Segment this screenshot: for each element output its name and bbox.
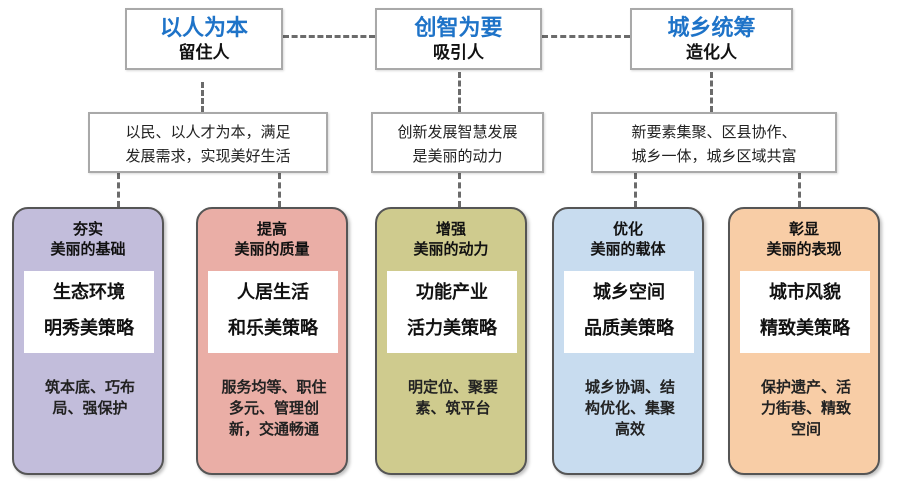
card-strategy: 明秀美策略: [44, 318, 134, 339]
explanation-box-urban-rural: 新要素集聚、区县协作、 城乡一体，城乡区域共富: [591, 112, 837, 173]
principle-subtitle: 留住人: [178, 43, 230, 63]
explanation-box-people: 以民、以人才为本，满足 发展需求，实现美好生活: [88, 112, 328, 173]
explanation-line: 发展需求，实现美好生活: [125, 147, 291, 165]
card-heading: 彰显 美丽的表现: [766, 220, 842, 258]
strategy-card-ecology: 夯实 美丽的基础 生态环境 明秀美策略 筑本底、巧布 局、强保护: [12, 207, 164, 475]
card-focus: 城乡空间: [593, 282, 665, 303]
card-heading: 提高 美丽的质量: [234, 220, 310, 258]
explanation-box-innovation: 创新发展智慧发展 是美丽的动力: [371, 112, 544, 173]
connector-v-7: [634, 173, 637, 207]
card-heading: 增强 美丽的动力: [413, 220, 489, 258]
card-description: 保护遗产、活 力街巷、精致 空间: [760, 378, 851, 438]
connector-v-3: [710, 72, 713, 112]
principle-title: 创智为要: [414, 16, 503, 41]
card-focus-panel: 城乡空间 品质美策略: [564, 271, 694, 353]
card-focus: 人居生活: [237, 282, 309, 303]
principle-title: 以人为本: [159, 16, 248, 41]
principle-subtitle: 造化人: [686, 43, 737, 63]
card-strategy: 和乐美策略: [228, 318, 318, 339]
strategy-card-industry: 增强 美丽的动力 功能产业 活力美策略 明定位、聚要 素、筑平台: [375, 207, 527, 475]
connector-v-8: [798, 173, 801, 207]
card-heading: 夯实 美丽的基础: [50, 220, 126, 258]
strategy-card-space: 优化 美丽的载体 城乡空间 品质美策略 城乡协调、结 构优化、集聚 高效: [552, 207, 704, 475]
card-strategy: 精致美策略: [760, 318, 850, 339]
principle-title: 城乡统筹: [667, 16, 756, 41]
connector-v-1: [201, 82, 204, 112]
explanation-line: 创新发展智慧发展: [397, 123, 518, 141]
explanation-line: 城乡一体，城乡区域共富: [631, 147, 797, 165]
principle-box-innovation: 创智为要 吸引人: [375, 8, 542, 70]
card-focus: 生态环境: [53, 282, 125, 303]
card-strategy: 品质美策略: [584, 318, 674, 339]
principle-subtitle: 吸引人: [433, 43, 484, 63]
principle-box-urban-rural: 城乡统筹 造化人: [630, 8, 793, 70]
connector-v-2: [458, 72, 461, 112]
card-description: 服务均等、职住 多元、管理创 新，交通畅通: [221, 378, 327, 438]
card-description: 城乡协调、结 构优化、集聚 高效: [584, 378, 675, 438]
card-focus-panel: 城市风貌 精致美策略: [740, 271, 870, 353]
connector-top-right: [542, 35, 630, 38]
strategy-card-living: 提高 美丽的质量 人居生活 和乐美策略 服务均等、职住 多元、管理创 新，交通畅…: [196, 207, 348, 475]
explanation-line: 新要素集聚、区县协作、: [631, 123, 797, 141]
card-focus-panel: 生态环境 明秀美策略: [24, 271, 154, 353]
explanation-line: 是美丽的动力: [412, 147, 503, 165]
card-focus: 功能产业: [416, 282, 488, 303]
card-focus-panel: 人居生活 和乐美策略: [208, 271, 338, 353]
card-focus: 城市风貌: [769, 282, 841, 303]
card-heading: 优化 美丽的载体: [590, 220, 666, 258]
connector-top-left: [283, 35, 375, 38]
connector-v-6: [458, 173, 461, 207]
card-strategy: 活力美策略: [407, 318, 497, 339]
connector-v-4: [117, 173, 120, 207]
principle-box-people: 以人为本 留住人: [125, 8, 283, 70]
explanation-line: 以民、以人才为本，满足: [125, 123, 291, 141]
card-description: 明定位、聚要 素、筑平台: [407, 378, 498, 417]
card-focus-panel: 功能产业 活力美策略: [387, 271, 517, 353]
card-description: 筑本底、巧布 局、强保护: [44, 378, 135, 417]
connector-v-5: [278, 173, 281, 207]
strategy-card-cityscape: 彰显 美丽的表现 城市风貌 精致美策略 保护遗产、活 力街巷、精致 空间: [728, 207, 880, 475]
